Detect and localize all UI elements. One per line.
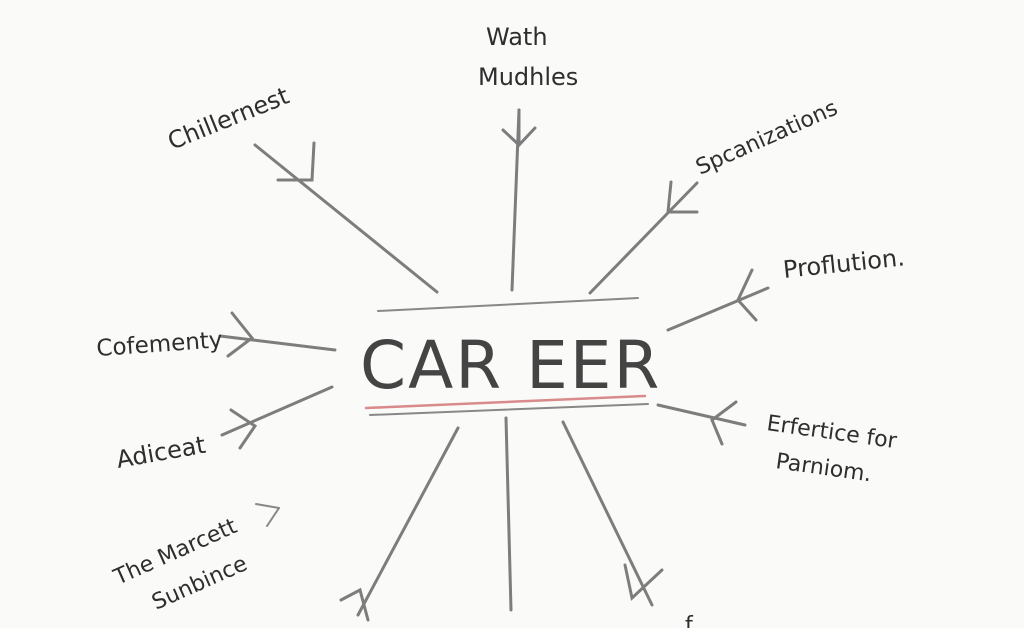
branch-top	[501, 108, 537, 292]
label-bottom-right: f	[685, 613, 694, 628]
branch-lower-left	[220, 385, 334, 450]
branch-bottom-left-arrow	[255, 503, 280, 527]
label-lower-right-line1: Erfertice for	[765, 411, 899, 454]
center-top-rule	[377, 297, 639, 312]
branch-left	[218, 311, 337, 358]
branch-lower-right	[656, 400, 747, 446]
branch-top-right	[588, 180, 699, 295]
branch-bottom-left	[339, 426, 460, 622]
center-underline-red	[364, 394, 647, 410]
branch-bottom-right	[561, 420, 664, 607]
label-top-right: Spcanizations	[692, 96, 841, 181]
branch-bottom-center	[504, 416, 513, 612]
center-underline-gray	[369, 403, 649, 416]
label-lower-left: Adiceat	[114, 431, 207, 474]
label-top-line1: Wath	[486, 23, 548, 51]
label-top-left: Chillernest	[164, 82, 293, 156]
branch-top-left	[253, 141, 439, 294]
label-right: Proflution.	[782, 243, 906, 284]
label-left: Cofementy	[96, 327, 224, 362]
label-lower-right-line2: Parniom.	[774, 449, 873, 487]
branch-right	[666, 268, 770, 332]
label-top-line2: Mudhles	[478, 63, 578, 91]
center-word: CAR EER	[360, 327, 661, 404]
